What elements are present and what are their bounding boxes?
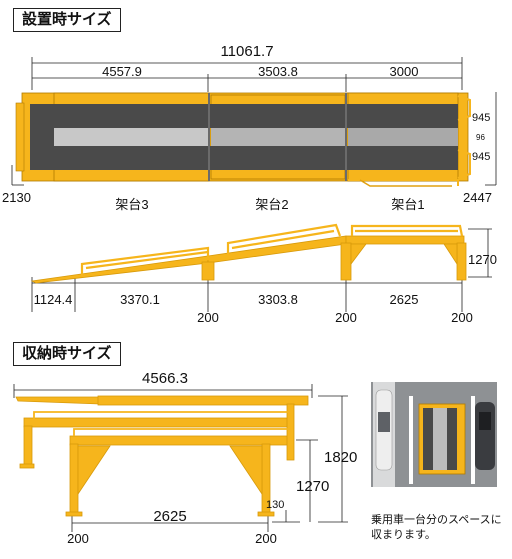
install-end-left: 2130 — [2, 190, 31, 205]
stand-3-label: 架台3 — [115, 197, 149, 212]
side-view-handrails — [80, 223, 464, 276]
storage-base-length: 2625 — [153, 508, 187, 525]
caption-line-1: 乗用車一台分のスペースに — [371, 514, 502, 526]
install-segment-1: 4557.9 — [102, 64, 142, 79]
side-segment-1: 1124.4 — [33, 292, 73, 307]
install-width-gap: 96 — [476, 133, 485, 142]
install-foot-2: 200 — [335, 310, 357, 325]
install-width-a: 945 — [472, 112, 491, 124]
dimension-lines-storage — [13, 384, 348, 532]
install-total-length: 11061.7 — [220, 43, 274, 60]
side-segment-3: 3303.8 — [258, 292, 298, 307]
stand-2-label: 架台2 — [255, 197, 289, 212]
storage-caption: 乗用車一台分のスペースに 収まります。 — [371, 513, 502, 543]
parking-photo — [371, 382, 497, 487]
storage-foot-2: 200 — [255, 531, 277, 546]
caption-line-2: 収まります。 — [371, 529, 436, 541]
storage-height-total: 1820 — [324, 449, 358, 466]
install-segment-3: 3000 — [389, 64, 419, 79]
stand-1-label: 架台1 — [391, 197, 425, 212]
side-view-ramp — [30, 235, 467, 284]
storage-small-gap: 130 — [266, 499, 285, 511]
install-end-right: 2447 — [463, 190, 492, 205]
storage-foot-1: 200 — [67, 531, 89, 546]
install-segment-2: 3503.8 — [258, 64, 298, 79]
install-side-height: 1270 — [468, 252, 497, 267]
dimension-lines-top — [11, 57, 497, 186]
storage-ramp — [15, 395, 309, 517]
install-foot-3: 200 — [451, 310, 473, 325]
parking-photo-drawing — [371, 382, 497, 487]
dimension-lines-side — [31, 228, 492, 312]
install-section-title: 設置時サイズ — [13, 8, 121, 32]
storage-total-length: 4566.3 — [142, 370, 188, 387]
storage-height-base: 1270 — [296, 478, 330, 495]
install-foot-1: 200 — [197, 310, 219, 325]
storage-handrails — [33, 411, 291, 436]
side-segment-2: 3370.1 — [120, 292, 160, 307]
top-view-ramp — [15, 92, 471, 187]
install-width-b: 945 — [472, 151, 491, 163]
side-segment-4: 2625 — [389, 292, 419, 307]
storage-section-title: 収納時サイズ — [13, 342, 121, 366]
